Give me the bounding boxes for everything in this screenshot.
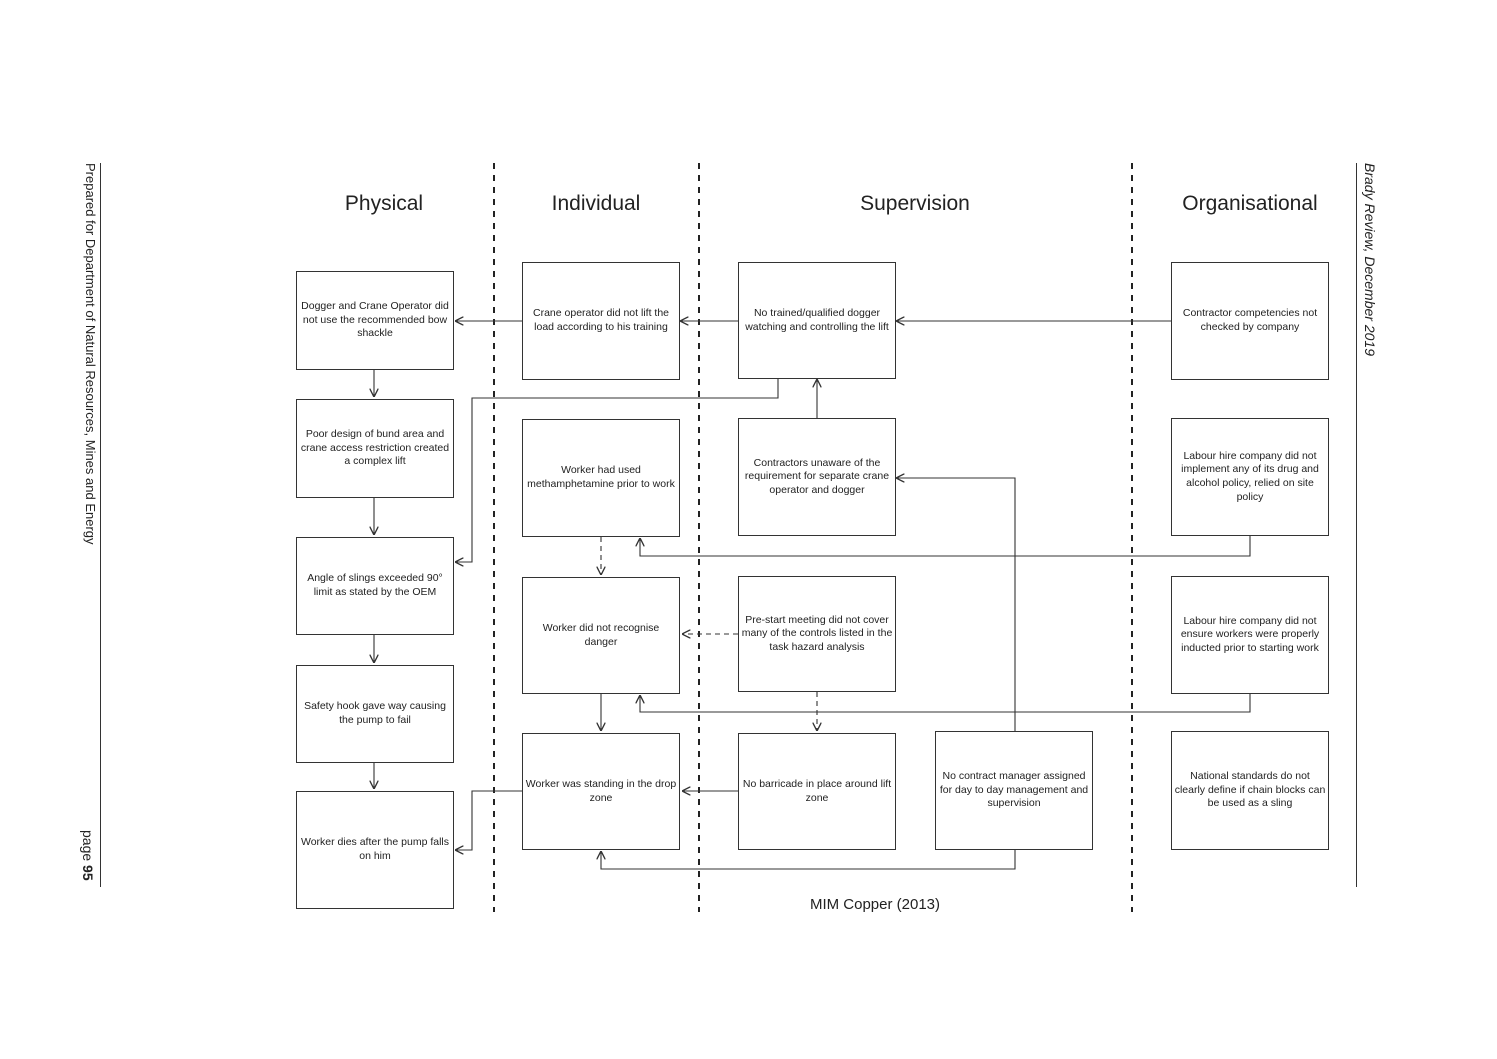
box-organisational-induction: Labour hire company did not ensure worke…: [1171, 576, 1329, 694]
box-text: Safety hook gave way causing the pump to…: [304, 700, 446, 726]
column-title-individual: Individual: [551, 192, 641, 215]
box-text: Labour hire company did not implement an…: [1181, 449, 1319, 503]
box-text: National standards do not clearly define…: [1174, 770, 1326, 810]
box-text: No trained/qualified dogger watching and…: [745, 306, 889, 333]
left-margin-rule: [100, 163, 101, 887]
right-margin-rule: [1356, 163, 1357, 887]
box-organisational-national-standards: National standards do not clearly define…: [1171, 731, 1329, 850]
column-title-organisational: Organisational: [1182, 192, 1318, 215]
box-text: Labour hire company did not ensure worke…: [1180, 614, 1320, 654]
box-individual-methamphetamine: Worker had used methamphetamine prior to…: [522, 419, 680, 537]
box-physical-sling-angle: Angle of slings exceeded 90° limit as st…: [296, 537, 454, 635]
box-text: Contractor competencies not checked by c…: [1182, 307, 1318, 333]
box-organisational-drug-alcohol: Labour hire company did not implement an…: [1171, 418, 1329, 536]
box-text: Worker was standing in the drop zone: [525, 777, 677, 804]
box-physical-worker-dies: Worker dies after the pump falls on him: [296, 791, 454, 909]
box-text: Angle of slings exceeded 90° limit as st…: [307, 572, 443, 598]
box-text: Worker did not recognise danger: [542, 621, 660, 648]
box-text: Dogger and Crane Operator did not use th…: [301, 300, 449, 340]
box-supervision-prestart-meeting: Pre-start meeting did not cover many of …: [738, 576, 896, 692]
figure-caption: MIM Copper (2013): [809, 896, 941, 913]
box-text: No contract manager assigned for day to …: [939, 770, 1089, 810]
column-title-supervision: Supervision: [860, 192, 970, 215]
box-supervision-no-barricade: No barricade in place around lift zone: [738, 733, 896, 850]
box-supervision-no-dogger: No trained/qualified dogger watching and…: [738, 262, 896, 379]
box-individual-recognise-danger: Worker did not recognise danger: [522, 577, 680, 694]
box-text: Crane operator did not lift the load acc…: [533, 307, 669, 333]
box-individual-crane-operator: Crane operator did not lift the load acc…: [522, 262, 680, 380]
box-text: Worker had used methamphetamine prior to…: [527, 464, 675, 490]
box-text: Worker dies after the pump falls on him: [300, 836, 450, 862]
box-supervision-contractors-unaware: Contractors unaware of the requirement f…: [738, 418, 896, 536]
box-text: No barricade in place around lift zone: [742, 777, 892, 804]
box-organisational-competencies: Contractor competencies not checked by c…: [1171, 262, 1329, 380]
box-text: Contractors unaware of the requirement f…: [744, 456, 890, 496]
box-text: Pre-start meeting did not cover many of …: [741, 613, 893, 653]
box-individual-drop-zone: Worker was standing in the drop zone: [522, 733, 680, 850]
box-text: Poor design of bund area and crane acces…: [300, 428, 450, 468]
column-title-physical: Physical: [344, 192, 424, 215]
box-physical-safety-hook: Safety hook gave way causing the pump to…: [296, 665, 454, 763]
box-supervision-no-contract-manager: No contract manager assigned for day to …: [935, 731, 1093, 850]
box-physical-bund-design: Poor design of bund area and crane acces…: [296, 399, 454, 498]
box-physical-bow-shackle: Dogger and Crane Operator did not use th…: [296, 271, 454, 370]
